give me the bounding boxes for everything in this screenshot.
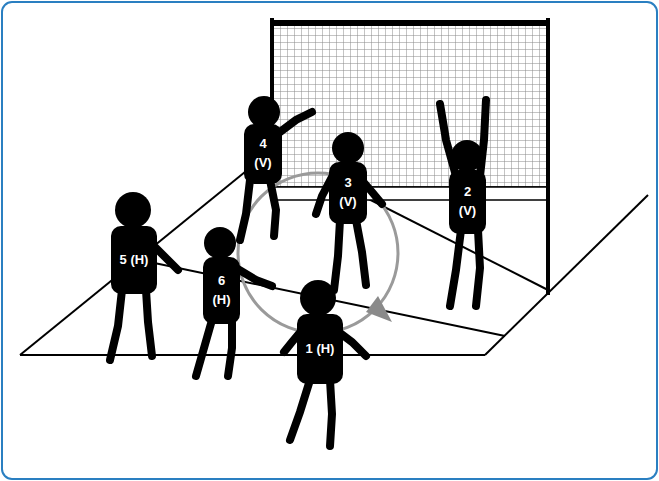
player-body: 5 (H) [111, 226, 157, 294]
volleyball-net [272, 18, 548, 295]
player-body: 2 (V) [449, 170, 486, 234]
player-heads [115, 96, 483, 316]
player-limbs [110, 100, 486, 446]
player-body: 3 (V) [329, 162, 367, 224]
player-number: 5 (H) [120, 251, 149, 270]
player-number: 2 (V) [455, 183, 481, 221]
player-body: 6 (H) [203, 257, 240, 324]
player-number: 6 (H) [209, 272, 235, 310]
player-number: 4 (V) [250, 135, 276, 173]
player-number: 3 (V) [335, 174, 361, 212]
player-body: 1 (H) [297, 314, 343, 384]
player-number: 1 (H) [306, 340, 335, 359]
rotation-arrow [238, 173, 398, 333]
player-body: 4 (V) [244, 124, 282, 184]
